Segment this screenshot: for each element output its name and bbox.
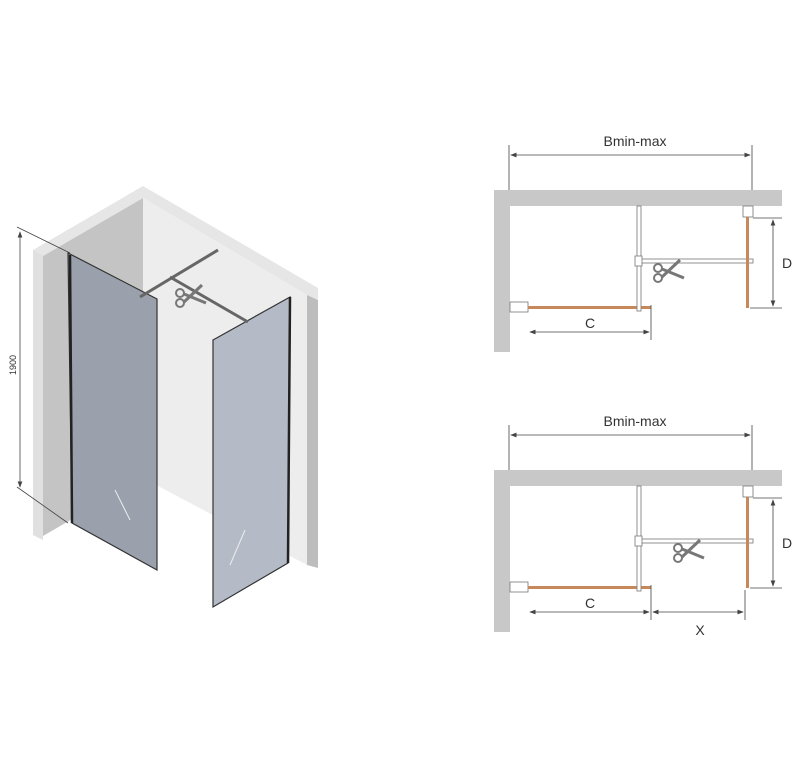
height-label: 1900 <box>8 355 18 375</box>
glass-reflection <box>114 489 131 521</box>
plan-view-top: Bmin-max D C <box>494 133 792 352</box>
c-label: C <box>585 315 595 331</box>
bar-connector <box>634 255 643 267</box>
plan-view-bottom: Bmin-max D C X <box>494 413 792 638</box>
d-label: D <box>782 255 792 271</box>
isometric-view: 1900 <box>8 186 318 609</box>
extension-line <box>16 486 69 524</box>
wall-top-surface <box>33 186 318 300</box>
extension-line <box>16 226 71 254</box>
glass-panel-c <box>528 586 651 589</box>
stabilizer-bar <box>640 258 754 264</box>
back-wall <box>494 470 782 486</box>
width-label: Bmin-max <box>603 413 666 429</box>
wall-profile <box>742 485 754 498</box>
right-wall-edge <box>307 295 318 568</box>
wall-profile <box>742 205 754 218</box>
stabilizer-bar-cross <box>169 275 249 324</box>
left-glass-panel <box>67 252 158 572</box>
x-label: X <box>695 622 705 638</box>
side-wall <box>494 470 510 632</box>
back-wall <box>494 190 782 206</box>
d-label: D <box>782 535 792 551</box>
left-wall-edge <box>33 250 43 540</box>
wall-profile <box>509 301 529 313</box>
c-label: C <box>585 595 595 611</box>
glass-panel-c <box>528 306 651 309</box>
glass-panel-d <box>746 497 749 588</box>
stabilizer-bar <box>139 248 219 299</box>
left-wall-profile <box>68 254 74 524</box>
bar-connector <box>634 535 643 547</box>
right-glass-panel <box>212 295 291 609</box>
width-label: Bmin-max <box>603 133 666 149</box>
glass-panel-d <box>746 217 749 308</box>
wall-profile <box>509 581 529 593</box>
side-wall <box>494 190 510 352</box>
glass-reflection <box>229 529 246 566</box>
right-wall-profile <box>286 296 292 564</box>
